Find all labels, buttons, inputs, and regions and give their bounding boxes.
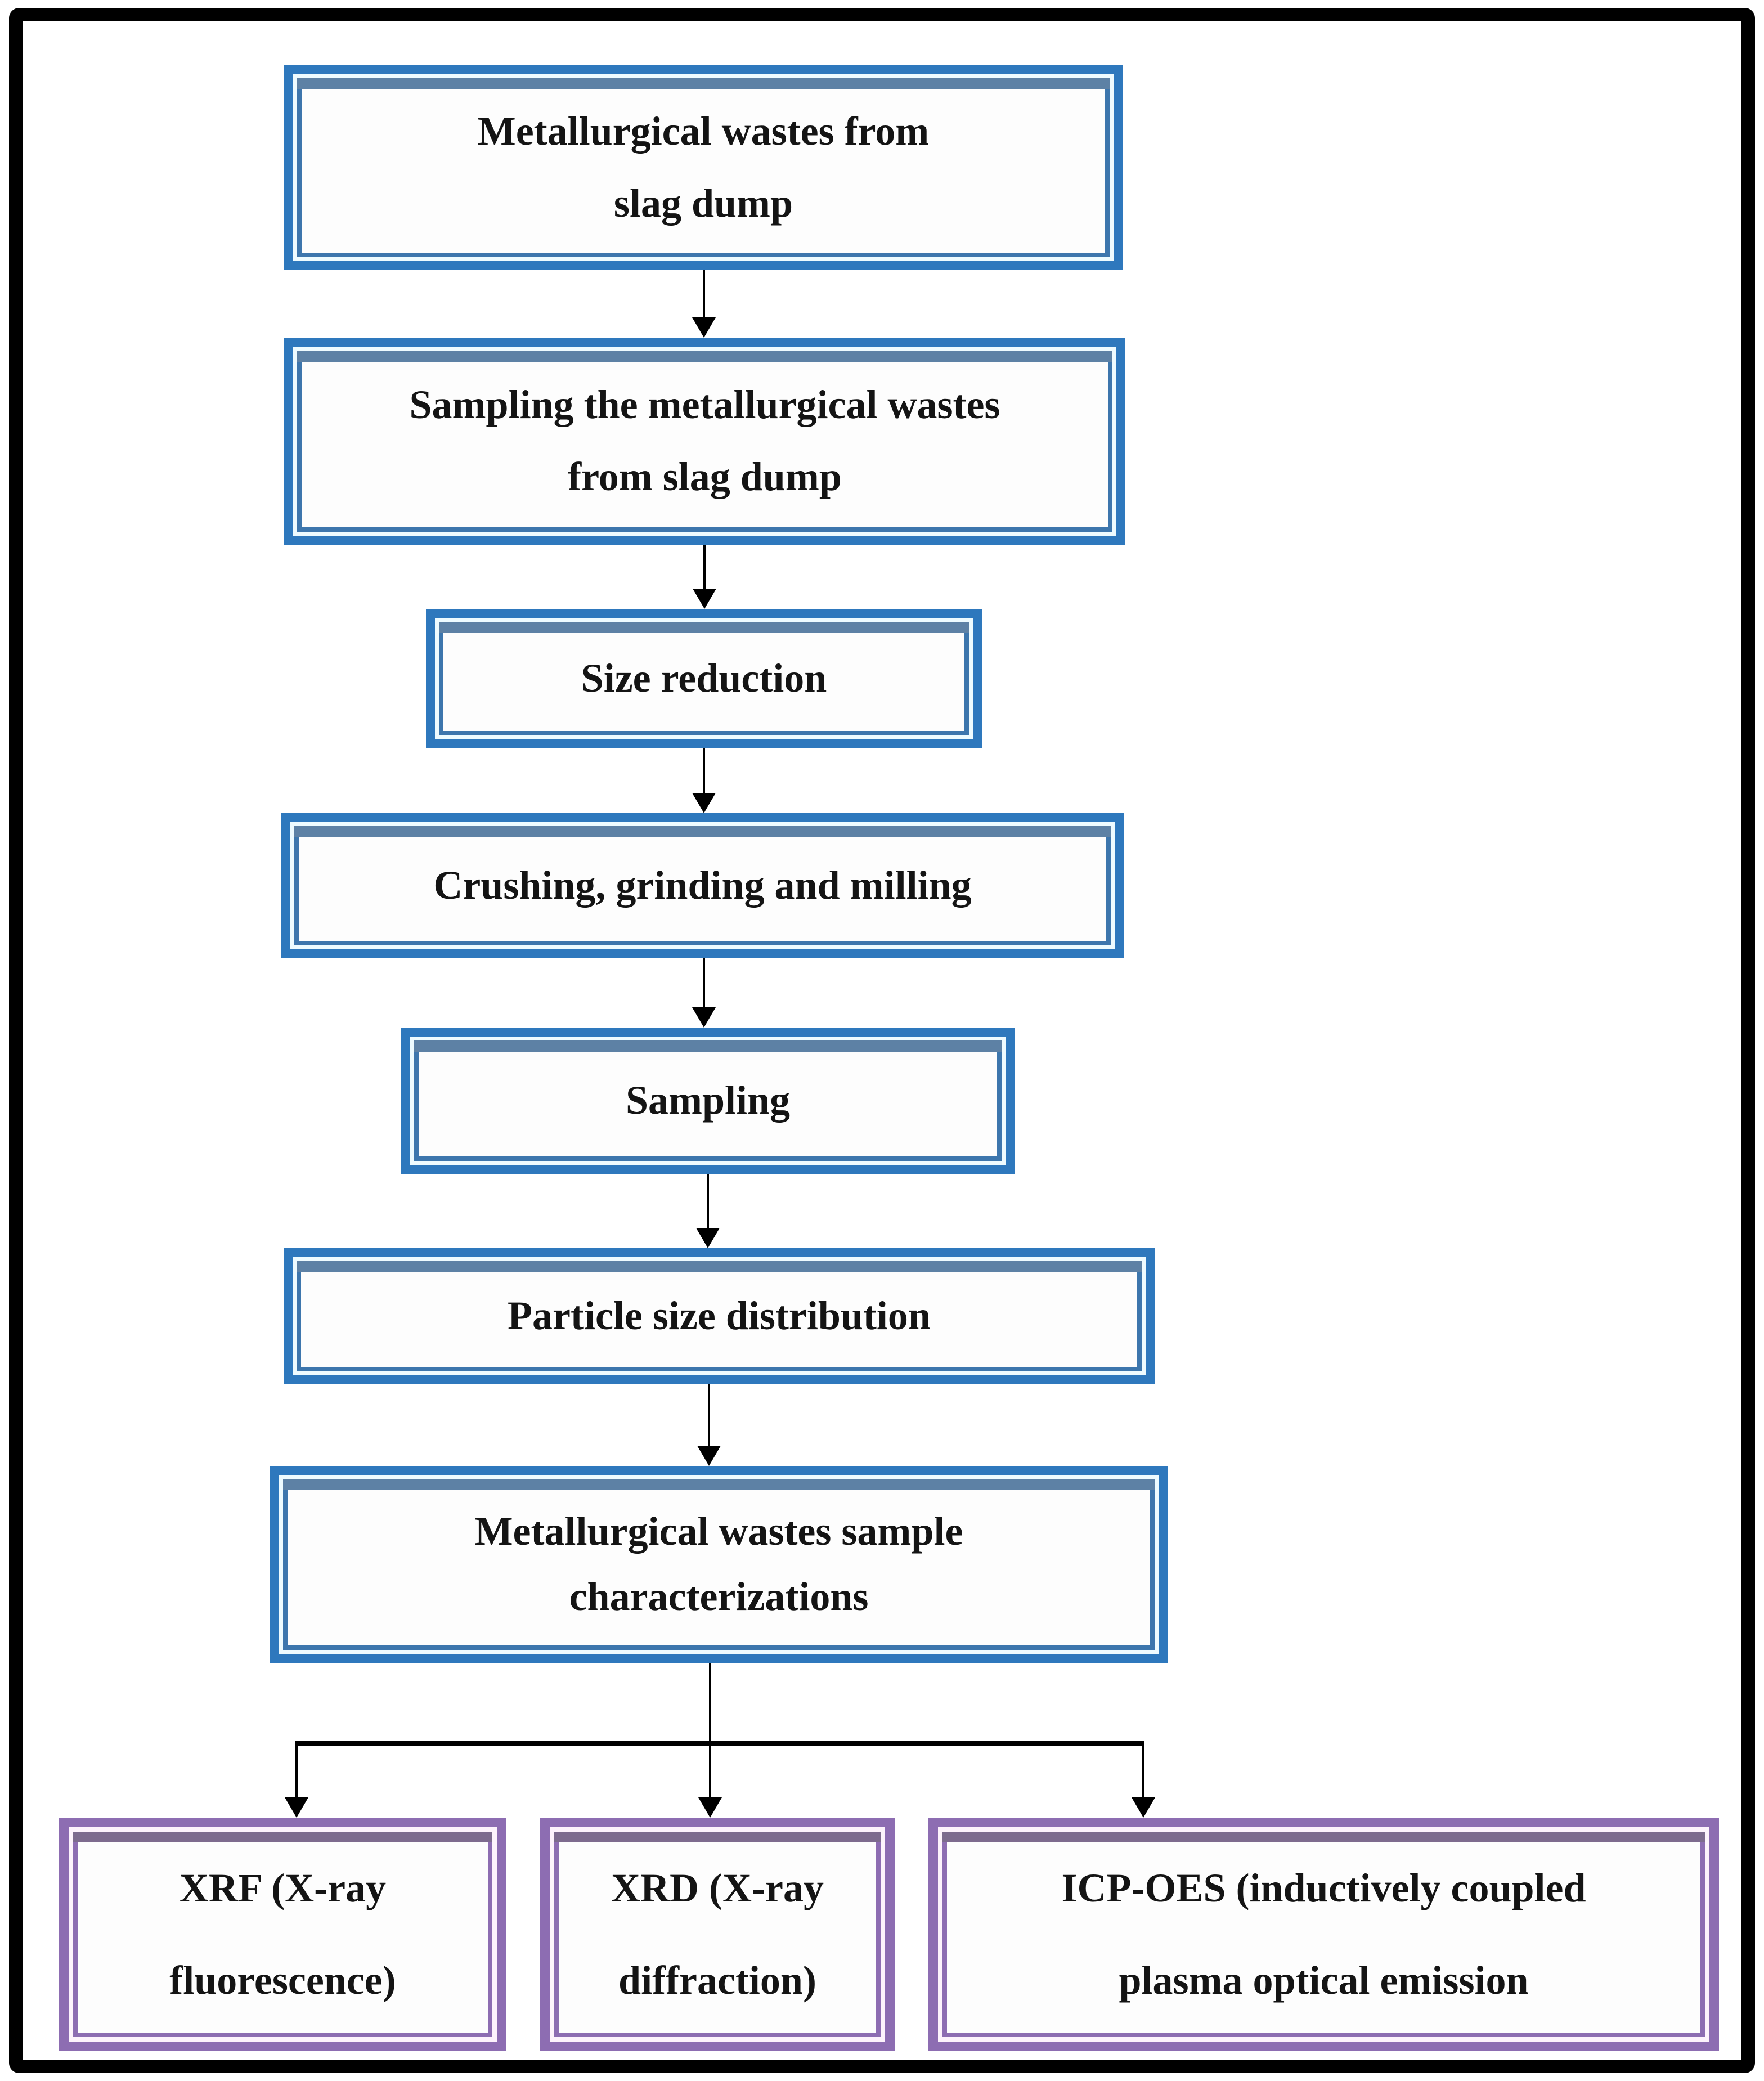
node-text: characterizations bbox=[569, 1574, 869, 1619]
flow-node-size-reduction: Size reduction bbox=[426, 609, 982, 748]
flow-arrow-5 bbox=[707, 1174, 709, 1228]
flow-node-sampling: Sampling bbox=[401, 1028, 1015, 1174]
branch-arrow-left bbox=[295, 1743, 298, 1797]
node-text: slag dump bbox=[613, 180, 793, 226]
node-text: ICP-OES (inductively coupled bbox=[1061, 1865, 1586, 1910]
node-text: XRF (X-ray bbox=[179, 1865, 387, 1910]
flow-arrow-1 bbox=[703, 270, 705, 317]
node-text: Metallurgical wastes sample bbox=[474, 1509, 963, 1554]
flow-node-xrd: XRD (X-ray diffraction) bbox=[540, 1818, 895, 2051]
flow-node-metallurgical-wastes: Metallurgical wastes from slag dump bbox=[284, 65, 1123, 270]
node-text: XRD (X-ray bbox=[611, 1865, 824, 1910]
flow-arrow-3 bbox=[703, 748, 705, 793]
diagram-frame bbox=[9, 8, 1755, 2073]
node-text: Metallurgical wastes from bbox=[477, 108, 930, 154]
flow-node-icp-oes: ICP-OES (inductively coupled plasma opti… bbox=[928, 1818, 1719, 2051]
node-text: Crushing, grinding and milling bbox=[433, 863, 972, 908]
branch-arrow-middle bbox=[709, 1743, 711, 1797]
flow-arrow-2 bbox=[703, 545, 706, 589]
flow-arrow-6 bbox=[708, 1384, 710, 1446]
flow-node-sampling-wastes: Sampling the metallurgical wastes from s… bbox=[284, 338, 1125, 545]
node-text: Sampling bbox=[625, 1078, 791, 1123]
flow-node-xrf: XRF (X-ray fluorescence) bbox=[59, 1818, 506, 2051]
node-text: Sampling the metallurgical wastes bbox=[409, 382, 1000, 428]
node-text: Size reduction bbox=[581, 656, 827, 701]
node-text: diffraction) bbox=[618, 1957, 816, 2003]
node-text: Particle size distribution bbox=[508, 1293, 931, 1339]
flow-node-particle-size: Particle size distribution bbox=[284, 1248, 1155, 1384]
node-text: from slag dump bbox=[568, 454, 842, 499]
branch-arrow-right bbox=[1142, 1743, 1144, 1797]
flow-arrow-4 bbox=[703, 958, 705, 1007]
node-text: fluorescence) bbox=[169, 1957, 396, 2003]
branch-bar bbox=[295, 1741, 1144, 1746]
flow-node-crushing: Crushing, grinding and milling bbox=[281, 813, 1124, 958]
branch-stem bbox=[709, 1663, 711, 1743]
node-text: plasma optical emission bbox=[1119, 1957, 1529, 2003]
flow-node-characterizations: Metallurgical wastes sample characteriza… bbox=[270, 1466, 1168, 1663]
